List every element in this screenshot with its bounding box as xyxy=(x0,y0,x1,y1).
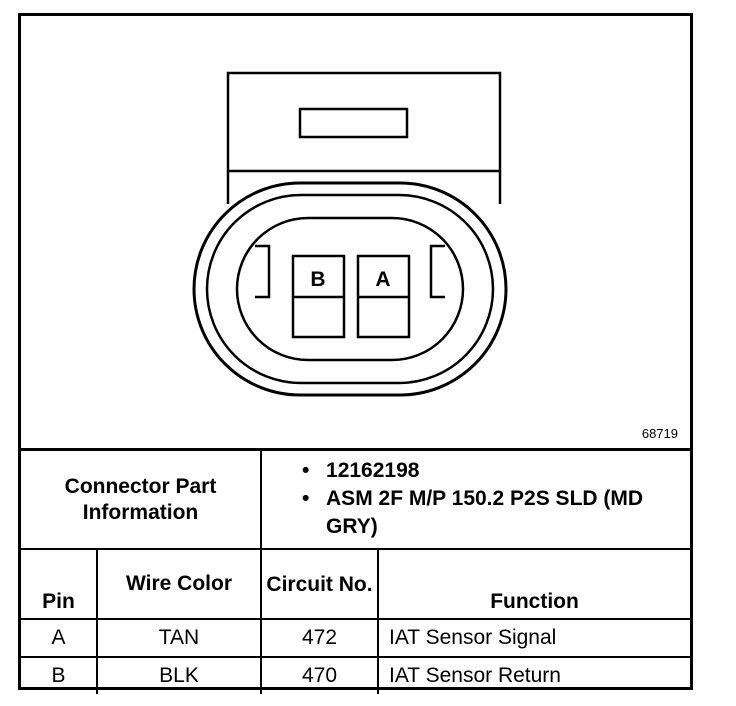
function-cell: IAT Sensor Return xyxy=(377,656,691,694)
table-row: B BLK 470 IAT Sensor Return xyxy=(21,656,691,694)
circuit-cell: 472 xyxy=(260,618,380,658)
figure-number: 68719 xyxy=(641,426,678,441)
part-info-list: 12162198 ASM 2F M/P 150.2 P2S SLD (MD GR… xyxy=(260,448,691,550)
function-header: Function xyxy=(377,548,691,620)
pin-a-label: A xyxy=(375,268,390,291)
right-guide-tab xyxy=(429,244,445,299)
connector-document: B A 68719 Connector Part Information 121… xyxy=(18,13,693,694)
connector-inner-cavity xyxy=(235,216,465,362)
function-cell: IAT Sensor Signal xyxy=(377,618,691,658)
part-info-item: 12162198 xyxy=(302,457,690,485)
latch-slot xyxy=(298,107,409,139)
pin-b-label: B xyxy=(310,268,325,291)
circuit-header: Circuit No. xyxy=(260,548,380,620)
pin-header: Pin xyxy=(21,548,98,620)
wire-color-cell: TAN xyxy=(95,618,263,658)
wire-color-header: Wire Color xyxy=(95,548,263,620)
connector-seal-ring xyxy=(205,193,495,385)
connector-diagram: B A 68719 xyxy=(21,16,690,448)
circuit-cell: 470 xyxy=(260,656,380,694)
connector-drawing: B A xyxy=(192,71,508,397)
connector-table: Connector Part Information 12162198 ASM … xyxy=(21,448,691,694)
table-row: A TAN 472 IAT Sensor Signal xyxy=(21,618,691,658)
pin-cell: B xyxy=(21,656,98,694)
part-info-label: Connector Part Information xyxy=(21,448,263,550)
part-info-item: ASM 2F M/P 150.2 P2S SLD (MD GRY) xyxy=(302,485,690,541)
part-info-row: Connector Part Information 12162198 ASM … xyxy=(21,448,691,550)
wire-color-cell: BLK xyxy=(95,656,263,694)
column-header-row: Pin Wire Color Circuit No. Function xyxy=(21,548,691,620)
pin-cell: A xyxy=(21,618,98,658)
left-guide-tab xyxy=(255,244,271,299)
